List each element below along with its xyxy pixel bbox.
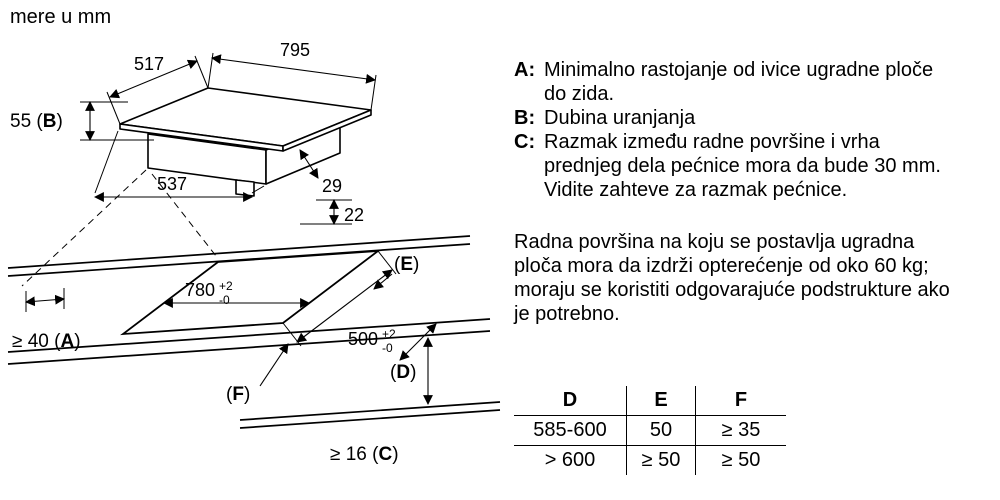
dim-780-label: 780+2-0 (185, 279, 233, 307)
legend: A: Minimalno rastojanje od ivice ugradne… (514, 58, 960, 202)
dim-a: ≥ 40 (A) (12, 288, 81, 352)
label-e-text: (E) (394, 254, 419, 275)
legend-item-c: C: Razmak između radne površine i vrha p… (514, 130, 960, 202)
installation-diagram: 517 795 55 (B) 537 29 (7, 40, 501, 465)
worktop-cutout (120, 249, 381, 336)
table-row: 585-600 50 ≥ 35 (514, 415, 786, 446)
table-cell: ≥ 35 (695, 415, 786, 446)
dim-d: (D) (390, 323, 437, 383)
dim-depth-label: 517 (134, 54, 164, 74)
table-row: > 600 ≥ 50 ≥ 50 (514, 445, 786, 475)
label-f: (F) (226, 343, 289, 405)
legend-item-a: A: Minimalno rastojanje od ivice ugradne… (514, 58, 960, 106)
legend-term-a: A: (514, 59, 536, 81)
load-note: Radna površina na koju se postavlja ugra… (514, 231, 950, 325)
table-cell: ≥ 50 (695, 445, 786, 475)
dim-width-label: 795 (280, 40, 310, 60)
table-header-f: F (695, 386, 786, 416)
dim-22-label: 22 (344, 205, 364, 225)
label-d-text: (D) (390, 362, 416, 383)
legend-term-c: C: (514, 131, 536, 153)
label-c-text: ≥ 16 (C) (330, 444, 399, 465)
instructions-panel: A: Minimalno rastojanje od ivice ugradne… (514, 58, 960, 475)
hob-glass-right-face (282, 109, 372, 152)
dim-depth-517: 517 (106, 54, 209, 125)
hob-foot (235, 179, 255, 197)
table-cell: > 600 (544, 449, 596, 471)
worktop-drawing (7, 235, 501, 429)
table-cell: 585-600 (514, 415, 627, 446)
dim-depth-b: 55 (B) (10, 101, 154, 141)
label-e: (E) (373, 254, 419, 290)
dim-frame-22: 22 (300, 199, 364, 225)
projection-lines (21, 169, 217, 287)
dimension-table: D E F 585-600 50 ≥ 35 > 600 ≥ 50 ≥ 50 (514, 386, 786, 475)
label-f-text: (F) (226, 384, 250, 405)
dim-width-795: 795 (207, 40, 377, 111)
table-header-row: D E F (514, 386, 786, 416)
units-label: mere u mm (10, 6, 112, 28)
table-cell: 50 (626, 415, 696, 446)
table-cell: ≥ 50 (626, 445, 696, 475)
dim-width-537: 537 (94, 130, 265, 202)
legend-text-a: Minimalno rastojanje od ivice ugradne pl… (544, 59, 934, 105)
legend-text-c: Razmak između radne površine i vrha pred… (544, 131, 941, 201)
dim-500-label: 500+2-0 (348, 327, 396, 355)
table-header-d: D (514, 386, 627, 416)
legend-item-b: B: Dubina uranjanja (514, 106, 960, 130)
label-a-text: ≥ 40 (A) (12, 331, 81, 352)
table-header-e: E (626, 386, 696, 416)
legend-term-b: B: (514, 107, 536, 129)
dim-overhang-29: 29 (299, 149, 342, 196)
dim-b-label: 55 (B) (10, 111, 63, 132)
legend-text-b: Dubina uranjanja (544, 107, 696, 129)
dim-c: ≥ 16 (C) (330, 337, 433, 465)
dim-29-label: 29 (322, 176, 342, 196)
dim-cutout-width: 780+2-0 (163, 279, 310, 308)
dim-537-label: 537 (157, 174, 187, 194)
